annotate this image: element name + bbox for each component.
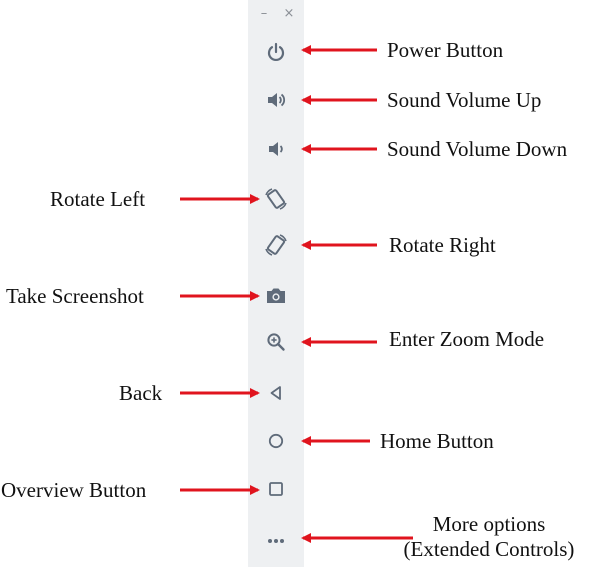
power-icon — [267, 42, 285, 61]
back-icon — [270, 386, 281, 400]
back-button[interactable] — [262, 379, 290, 407]
zoom-mode-button[interactable] — [262, 328, 290, 356]
label-home-button: Home Button — [380, 429, 494, 453]
label-power-button: Power Button — [387, 38, 504, 62]
home-button[interactable] — [262, 427, 290, 455]
more-options-button[interactable] — [262, 524, 290, 552]
home-icon — [268, 433, 284, 449]
close-button[interactable]: × — [283, 6, 295, 21]
screenshot-button[interactable] — [262, 282, 290, 310]
label-more-options-line2: (Extended Controls) — [403, 537, 575, 561]
label-rotate-right: Rotate Right — [389, 233, 496, 257]
label-rotate-left: Rotate Left — [50, 187, 146, 211]
rotate-left-icon — [265, 188, 287, 210]
label-volume-down: Sound Volume Down — [387, 137, 568, 161]
label-back: Back — [119, 381, 163, 405]
rotate-right-button[interactable] — [262, 231, 290, 259]
power-button[interactable] — [262, 38, 290, 66]
overview-icon — [269, 482, 283, 496]
label-more-options: More options (Extended Controls) — [378, 512, 600, 562]
rotate-right-icon — [265, 234, 287, 256]
label-take-screenshot: Take Screenshot — [6, 284, 144, 308]
volume-up-icon — [268, 93, 286, 107]
rotate-left-button[interactable] — [262, 185, 290, 213]
zoom-in-icon — [267, 333, 285, 351]
more-options-icon — [268, 539, 284, 543]
overview-button[interactable] — [262, 475, 290, 503]
volume-down-button[interactable] — [262, 135, 290, 163]
label-more-options-line1: More options — [432, 512, 546, 536]
volume-down-icon — [269, 142, 283, 156]
label-overview-button: Overview Button — [1, 478, 147, 502]
volume-up-button[interactable] — [262, 86, 290, 114]
camera-icon — [267, 288, 285, 303]
minimize-button[interactable]: – — [260, 6, 268, 21]
label-volume-up: Sound Volume Up — [387, 88, 542, 112]
label-zoom-mode: Enter Zoom Mode — [389, 327, 545, 351]
